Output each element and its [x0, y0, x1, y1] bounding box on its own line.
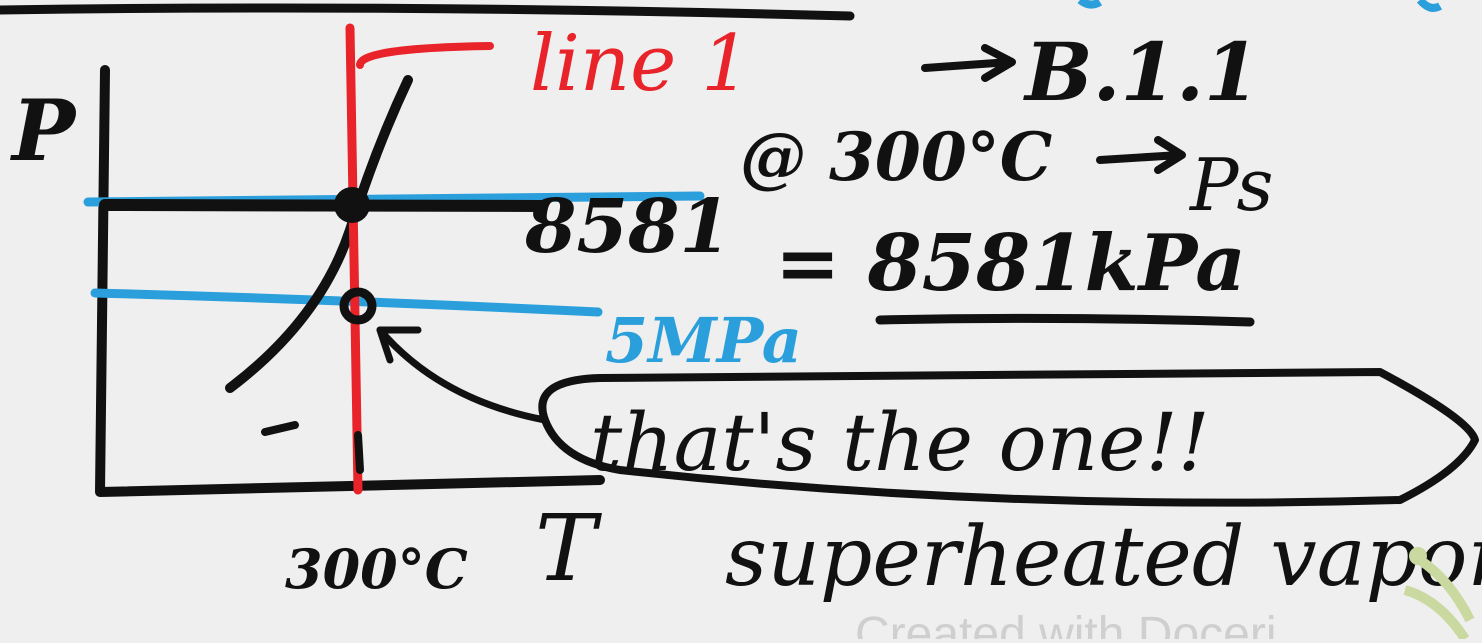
isotherm-red-line	[345, 23, 363, 495]
red-line-label: line 1	[530, 19, 751, 109]
psat-black-line	[99, 199, 546, 212]
doceri-logo-icon	[1403, 547, 1475, 642]
arrow-to-ps	[1096, 136, 1186, 174]
callout-bubble	[538, 368, 1479, 507]
state-point	[339, 287, 377, 325]
y-axis-label: P	[10, 81, 78, 180]
callout-text: that's the one!!	[590, 396, 1210, 489]
callout-arrow-line	[376, 326, 549, 424]
phase-note: superheated vapor	[725, 510, 1482, 605]
b11-reference: B.1.1	[1023, 25, 1260, 119]
top-blue-stroke-2	[1416, 0, 1443, 12]
top-underline-stroke	[0, 3, 855, 21]
top-blue-stroke	[1077, 0, 1103, 9]
watermark-text: Created with Doceri	[855, 608, 1277, 639]
tick-mark	[354, 431, 364, 474]
callout-arrowhead	[376, 326, 422, 364]
x-axis-tick-300c: 300°C	[285, 537, 468, 601]
x-axis-label: T	[535, 495, 602, 602]
red-label-leader	[356, 42, 494, 69]
psat-equals-value: = 8581kPa	[775, 218, 1246, 309]
at-temperature-note: @ 300°C	[740, 118, 1052, 196]
pressure-label: 5MPa	[605, 304, 802, 377]
psat-value-label: 8581	[524, 184, 731, 270]
psat-point	[334, 187, 370, 223]
psat-symbol: Ps	[1188, 143, 1273, 227]
arrow-to-b11	[921, 44, 1016, 82]
dash-mark	[261, 421, 299, 436]
value-underline	[875, 313, 1255, 327]
